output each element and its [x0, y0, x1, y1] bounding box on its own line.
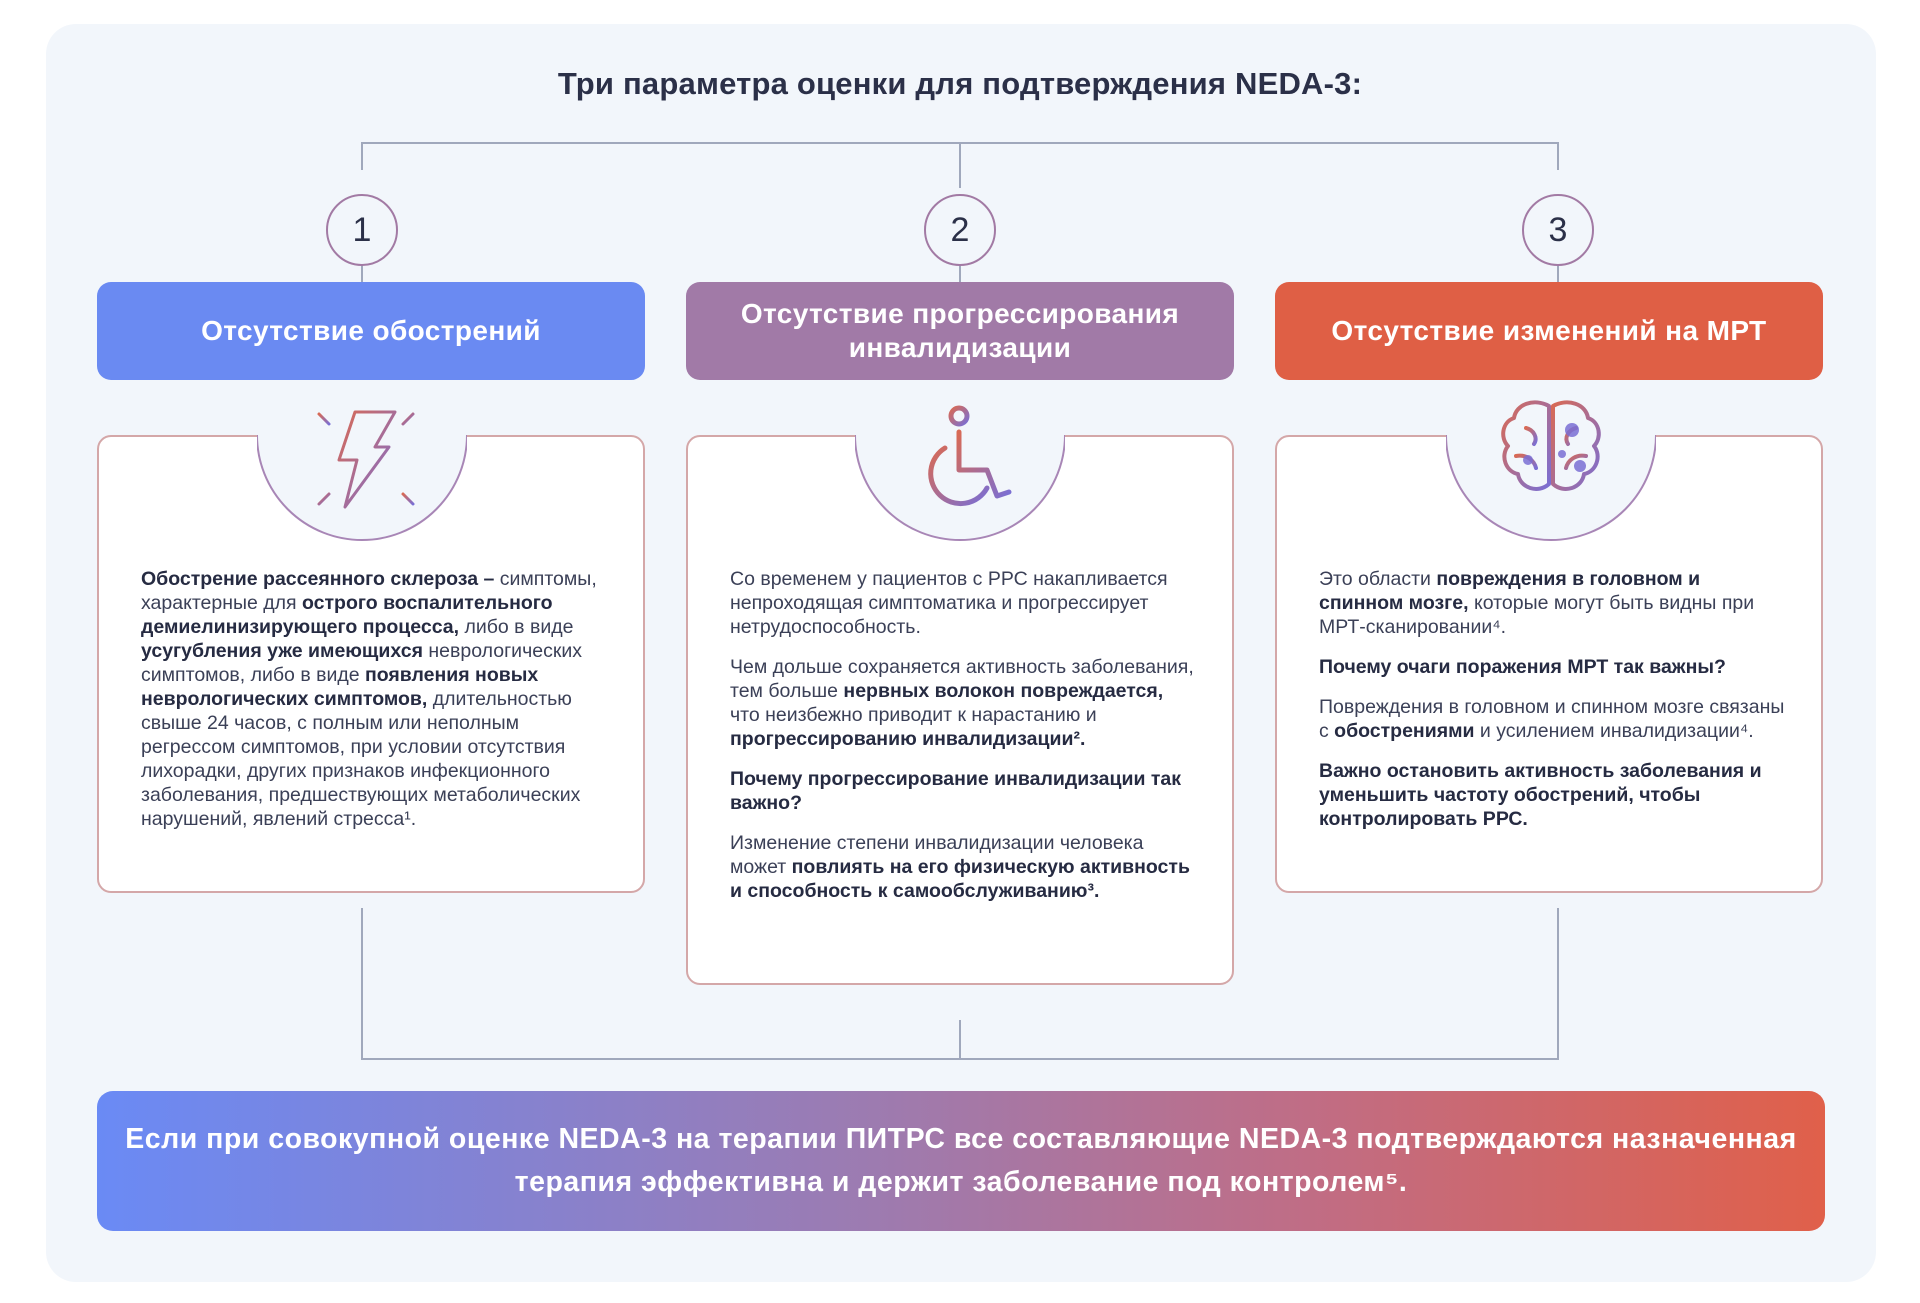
header-no-relapses: Отсутствие обострений: [97, 282, 645, 380]
step-number-1: 1: [326, 194, 398, 266]
brain-icon: [1501, 400, 1601, 491]
page-title: Три параметра оценки для подтверждения N…: [557, 66, 1363, 101]
brain-cap: [1446, 400, 1656, 541]
lightning-icon: [311, 410, 423, 509]
card-mri-text: Это области повреждения в головном и спи…: [1319, 568, 1785, 830]
card-relapses: Обострение рассеянного склероза – симпто…: [97, 435, 645, 893]
header-no-disability-progression: Отсутствие прогрессирования инвалидизаци…: [686, 282, 1234, 380]
lightning-cap: [257, 410, 467, 541]
card-disability: Со временем у пациентов с РРС накапливае…: [686, 435, 1234, 985]
header-no-mri-changes: Отсутствие изменений на МРТ: [1275, 282, 1823, 380]
wheelchair-icon: [928, 405, 1012, 507]
step-number-2: 2: [924, 194, 996, 266]
card-disability-text: Со временем у пациентов с РРС накапливае…: [730, 568, 1194, 902]
conclusion-banner: Если при совокупной оценке NEDA-3 на тер…: [97, 1091, 1825, 1231]
card-relapses-text: Обострение рассеянного склероза – симпто…: [141, 568, 597, 830]
wheelchair-cap: [855, 405, 1065, 541]
step-number-3: 3: [1522, 194, 1594, 266]
